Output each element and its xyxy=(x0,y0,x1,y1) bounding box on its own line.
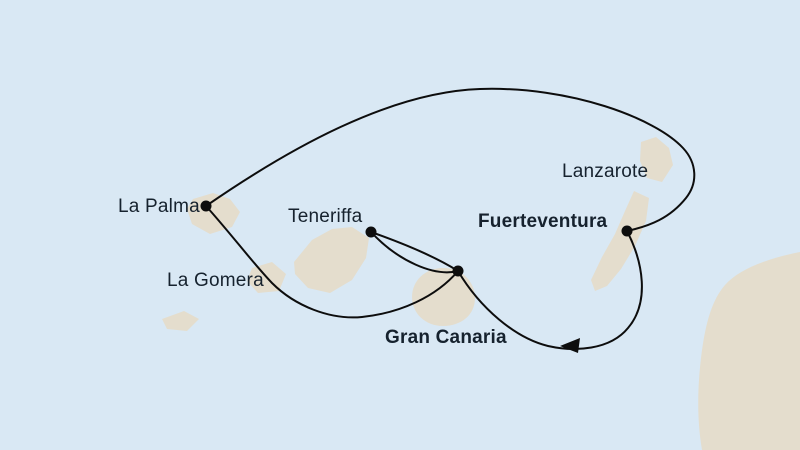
route-la-palma-via-la-gomera xyxy=(205,205,459,319)
island-label-gran-canaria: Gran Canaria xyxy=(385,327,507,348)
island-teneriffa xyxy=(294,227,369,293)
port-dot-gran-canaria xyxy=(452,265,464,277)
island-label-teneriffa: Teneriffa xyxy=(288,206,363,227)
island-lanzarote xyxy=(640,137,673,182)
island-fuerteventura xyxy=(591,191,649,291)
island-label-fuerteventura: Fuerteventura xyxy=(478,211,608,232)
island-label-lanzarote: Lanzarote xyxy=(562,161,649,182)
island-label-la-gomera: La Gomera xyxy=(167,270,264,291)
island-el-hierro xyxy=(162,311,199,331)
island-label-la-palma: La Palma xyxy=(118,196,200,217)
african-coast xyxy=(698,252,800,450)
port-dot-teneriffa xyxy=(365,226,377,238)
island-gran-canaria xyxy=(412,268,475,326)
route-teneriffa-to-gran-canaria-lower xyxy=(370,231,459,274)
route-fuerteventura-to-gran-canaria xyxy=(457,230,643,350)
route-la-palma-to-fuerteventura xyxy=(205,87,696,232)
route-direction-arrow xyxy=(560,338,580,353)
port-dot-la-palma xyxy=(200,200,212,212)
port-dot-fuerteventura xyxy=(621,225,633,237)
route-teneriffa-to-gran-canaria-upper xyxy=(370,231,459,272)
